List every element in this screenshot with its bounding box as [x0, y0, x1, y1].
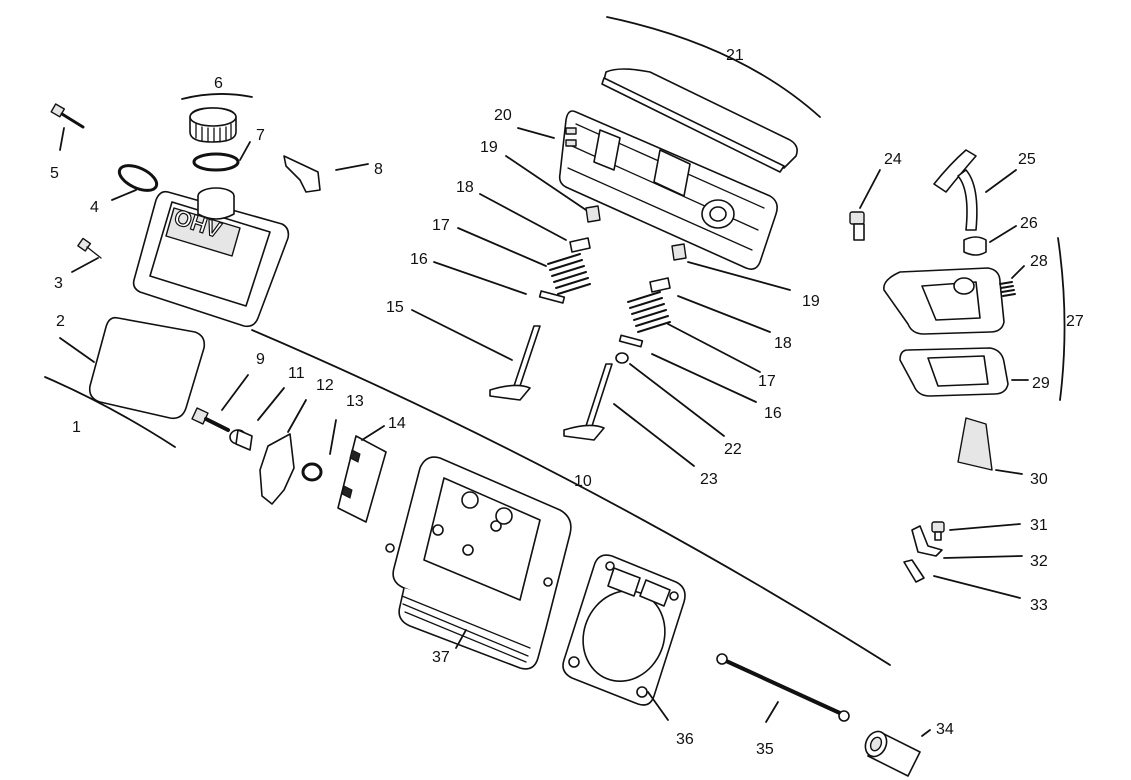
callout-8: 8 — [374, 161, 383, 178]
callout-10: 10 — [574, 473, 592, 490]
group-line-6 — [181, 93, 253, 100]
cylinder-head-20 — [558, 110, 778, 270]
clip-32 — [911, 525, 943, 557]
valve-keeper-19b — [671, 243, 687, 261]
group-line-1 — [44, 376, 176, 448]
callout-11: 11 — [288, 365, 305, 382]
clamp-26 — [963, 236, 987, 256]
callout-7: 7 — [256, 127, 265, 144]
screw-3 — [77, 237, 102, 259]
rocker-cover-21 — [601, 68, 798, 173]
callout-31: 31 — [1030, 517, 1048, 534]
callout-12: 12 — [316, 377, 334, 394]
spring-retainer-18a — [569, 237, 591, 253]
valve-spring-17b — [627, 291, 671, 333]
valve-23 — [563, 363, 613, 441]
callout-14: 14 — [388, 415, 406, 432]
callout-27: 27 — [1066, 313, 1084, 330]
oil-fill-cap — [189, 107, 237, 143]
valve-spring-17a — [547, 253, 591, 295]
valve-keeper-19a — [585, 205, 601, 223]
callout-9: 9 — [256, 351, 265, 368]
callout-1: 1 — [72, 419, 81, 436]
bolt-9 — [191, 407, 230, 432]
cylinder-head — [385, 456, 572, 670]
callout-37: 37 — [432, 649, 450, 666]
tappet — [864, 730, 921, 777]
breather-tube-bend — [957, 169, 978, 231]
valve-guide-22 — [615, 352, 629, 364]
callout-20: 20 — [494, 107, 512, 124]
callout-36: 36 — [676, 731, 694, 748]
callout-17b: 17 — [758, 373, 776, 390]
spring-28 — [999, 281, 1016, 297]
callout-32: 32 — [1030, 553, 1048, 570]
callout-29: 29 — [1032, 375, 1050, 392]
breather-gasket — [899, 347, 1009, 397]
callout-33: 33 — [1030, 597, 1048, 614]
valve-seal-16b — [618, 334, 644, 348]
callout-18: 18 — [456, 179, 474, 196]
callout-19: 19 — [480, 139, 498, 156]
callout-17: 17 — [432, 217, 450, 234]
callout-19b: 19 — [802, 293, 820, 310]
callout-25: 25 — [1018, 151, 1036, 168]
valve-cover-gasket — [88, 316, 206, 420]
leader-lines — [59, 127, 1029, 737]
callout-18b: 18 — [774, 335, 792, 352]
group-line-10 — [251, 329, 891, 666]
callout-35: 35 — [756, 741, 774, 758]
group-line-21 — [606, 16, 821, 118]
callout-16b: 16 — [764, 405, 782, 422]
o-ring-4 — [117, 164, 159, 192]
valve-15 — [489, 325, 541, 401]
washer — [301, 462, 323, 482]
callout-26: 26 — [1020, 215, 1038, 232]
callout-4: 4 — [90, 199, 99, 216]
o-ring-7 — [192, 152, 240, 172]
callout-15: 15 — [386, 299, 404, 316]
baffle-30 — [957, 417, 993, 471]
bolt-5 — [50, 103, 85, 129]
clip-33 — [903, 559, 925, 583]
callout-2: 2 — [56, 313, 65, 330]
callout-21: 21 — [726, 47, 744, 64]
plate-14 — [337, 435, 387, 523]
valve-cover: OHV — [132, 187, 290, 328]
fitting-24 — [849, 211, 865, 241]
callout-24: 24 — [884, 151, 902, 168]
callout-30: 30 — [1030, 471, 1048, 488]
spacer-11 — [229, 429, 253, 451]
spring-retainer-18b — [649, 277, 671, 293]
callout-22: 22 — [724, 441, 742, 458]
callout-23: 23 — [700, 471, 718, 488]
callout-6: 6 — [214, 75, 223, 92]
screw-31 — [931, 521, 945, 541]
head-gasket — [562, 554, 686, 706]
push-rod — [716, 653, 850, 722]
group-line-27 — [1057, 237, 1066, 401]
callout-5: 5 — [50, 165, 59, 182]
callout-16: 16 — [410, 251, 428, 268]
breather-cover — [883, 267, 1005, 335]
callout-3: 3 — [54, 275, 63, 292]
valve-seal-16a — [538, 290, 566, 304]
bracket-8 — [283, 155, 321, 193]
rocker-arm — [259, 433, 295, 505]
callout-34: 34 — [936, 721, 954, 738]
callout-13: 13 — [346, 393, 364, 410]
callout-28: 28 — [1030, 253, 1048, 270]
breather-tube — [933, 149, 977, 193]
